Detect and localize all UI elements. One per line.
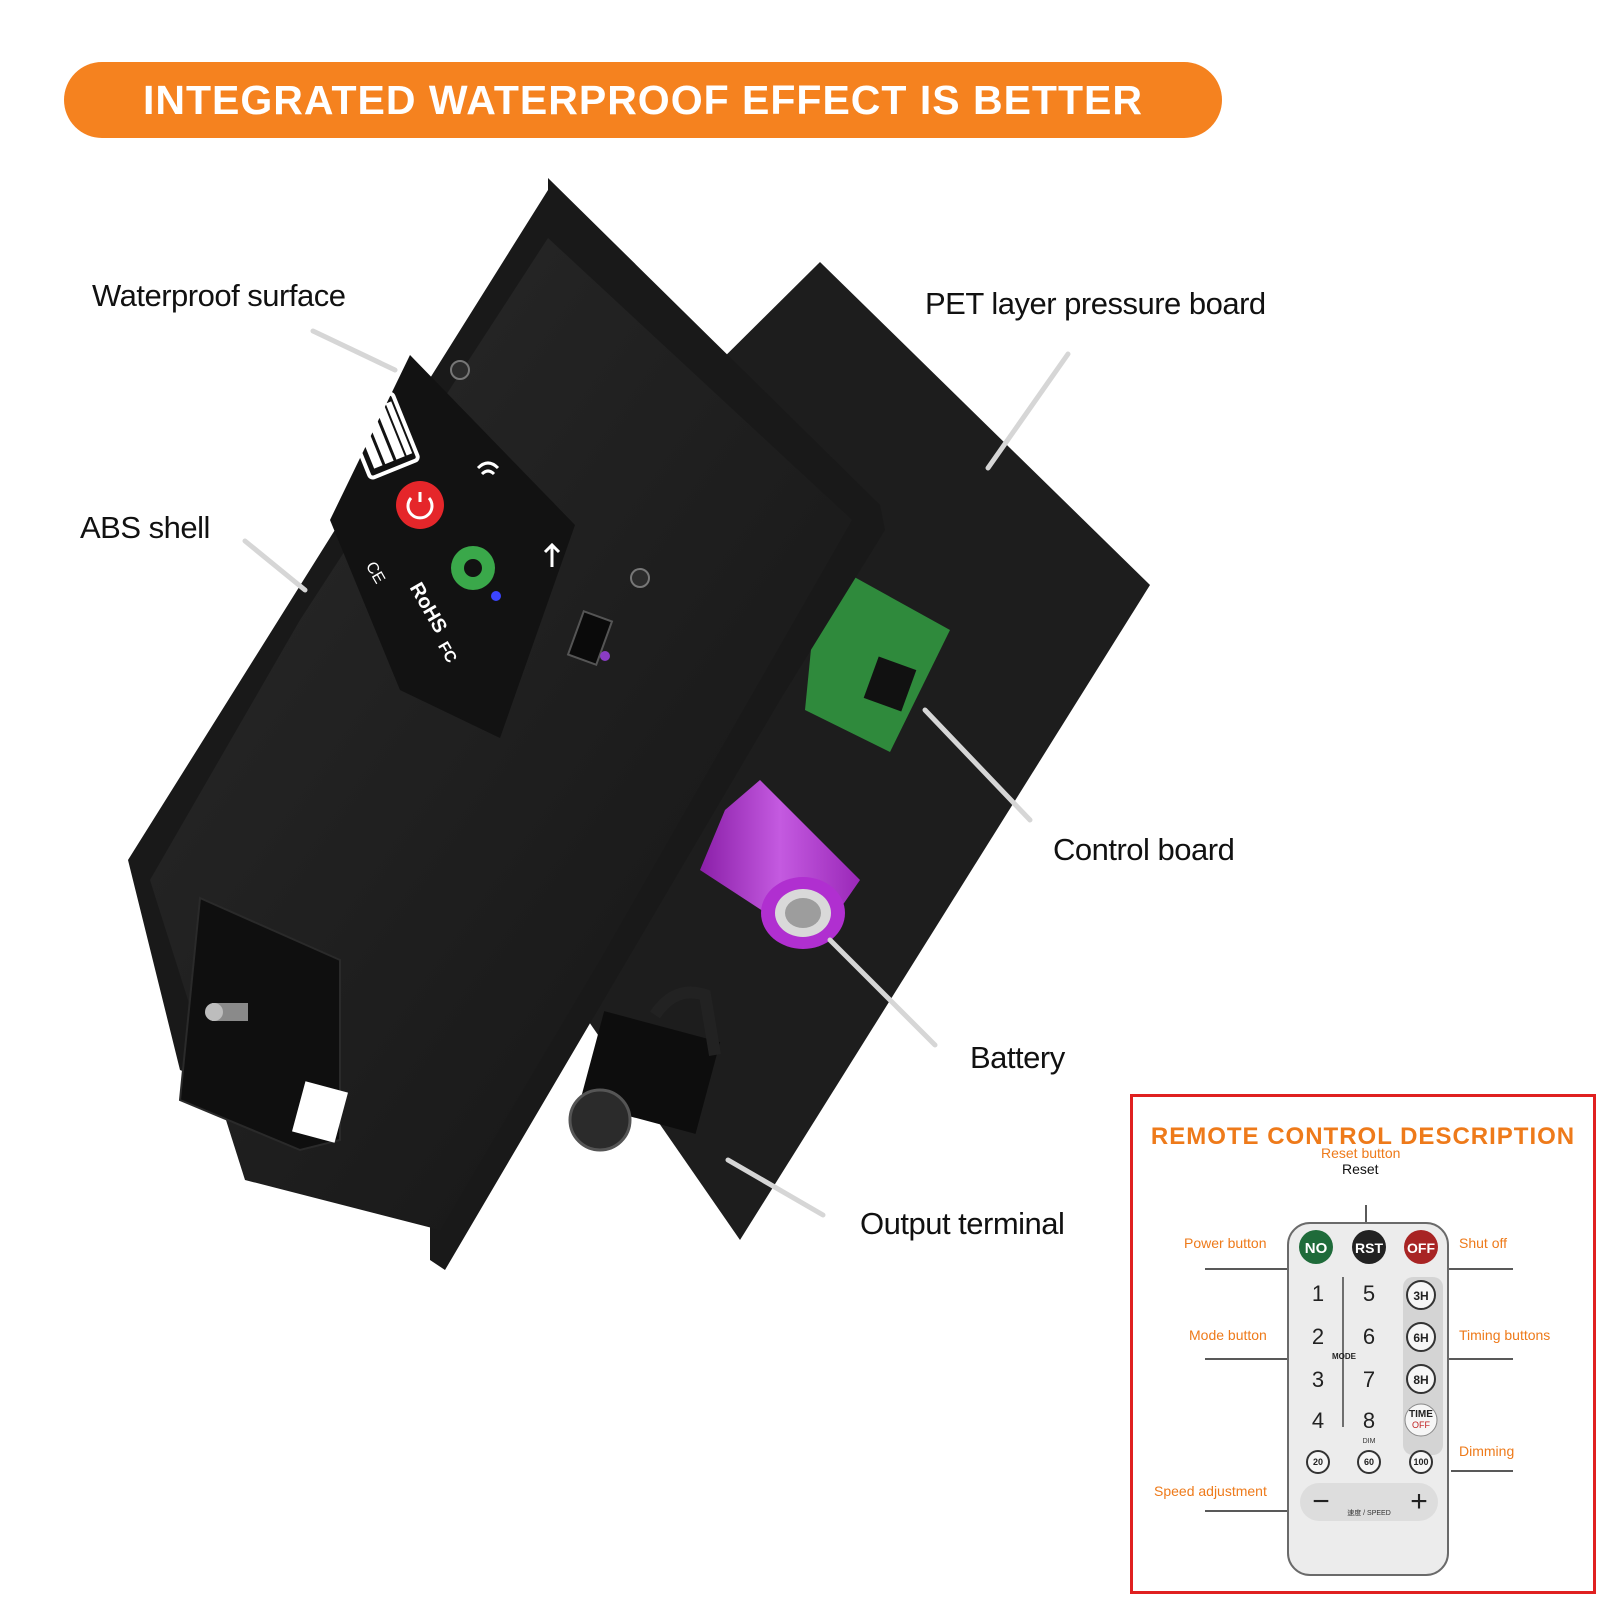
number-button-8: 8 bbox=[1363, 1408, 1375, 1433]
screw bbox=[450, 360, 470, 380]
control-board bbox=[805, 558, 950, 752]
remote-title: REMOTE CONTROL DESCRIPTION bbox=[1150, 1123, 1576, 1150]
header-banner: INTEGRATED WATERPROOF EFFECT IS BETTER bbox=[64, 62, 1222, 138]
svg-text:TIME: TIME bbox=[1409, 1409, 1433, 1420]
timer-8h-button bbox=[1406, 1364, 1436, 1394]
speed-caption: 速度 / SPEED bbox=[1347, 1508, 1391, 1517]
timer-3h-button bbox=[1406, 1280, 1436, 1310]
svg-text:20: 20 bbox=[1313, 1457, 1323, 1467]
dim-caption: DIM bbox=[1363, 1438, 1376, 1445]
svg-text:60: 60 bbox=[1364, 1457, 1374, 1467]
svg-text:OFF: OFF bbox=[1407, 1240, 1435, 1256]
label-control-board: Control board bbox=[1053, 832, 1235, 867]
label-reset: Reset bbox=[1342, 1161, 1379, 1177]
label-abs-shell: ABS shell bbox=[80, 510, 210, 545]
number-button-3: 3 bbox=[1312, 1367, 1324, 1392]
svg-text:NO: NO bbox=[1305, 1240, 1328, 1257]
power-button bbox=[396, 481, 444, 529]
label-power-button: Power button bbox=[1184, 1235, 1267, 1251]
battery-cell bbox=[700, 780, 860, 949]
label-speed-adjustment: Speed adjustment bbox=[1154, 1483, 1267, 1499]
remote-description-panel: REMOTE CONTROL DESCRIPTION NO RST OFF 1 … bbox=[1130, 1094, 1596, 1594]
label-timing-buttons: Timing buttons bbox=[1459, 1327, 1551, 1343]
label-reset-button: Reset button bbox=[1321, 1145, 1401, 1161]
bracket-screw bbox=[205, 1003, 248, 1021]
speed-minus-button: − bbox=[1312, 1485, 1330, 1518]
screw bbox=[630, 568, 650, 588]
number-button-6: 6 bbox=[1363, 1324, 1375, 1349]
usb-icon bbox=[543, 542, 561, 567]
svg-text:RST: RST bbox=[1355, 1240, 1383, 1256]
label-waterproof-surface: Waterproof surface bbox=[92, 278, 346, 313]
leader-control-board bbox=[922, 707, 1033, 823]
number-button-2: 2 bbox=[1312, 1324, 1324, 1349]
number-button-4: 4 bbox=[1312, 1408, 1324, 1433]
speed-plus-button: + bbox=[1410, 1485, 1428, 1518]
label-pet-board: PET layer pressure board bbox=[925, 286, 1266, 321]
banner-title: INTEGRATED WATERPROOF EFFECT IS BETTER bbox=[143, 76, 1143, 123]
leader-waterproof-surface bbox=[310, 328, 398, 373]
wireless-icon bbox=[476, 461, 500, 476]
remote-illustration: NO RST OFF 1 2 3 4 5 6 7 8 MODE 3H 6H 8H… bbox=[1205, 1205, 1513, 1576]
battery-indicator-icon bbox=[342, 391, 420, 480]
svg-text:100: 100 bbox=[1413, 1457, 1428, 1467]
svg-text:3H: 3H bbox=[1413, 1289, 1428, 1303]
number-button-7: 7 bbox=[1363, 1367, 1375, 1392]
number-button-1: 1 bbox=[1312, 1281, 1324, 1306]
leader-pet-board bbox=[985, 351, 1071, 471]
control-board-connector bbox=[863, 656, 917, 712]
label-dimming: Dimming bbox=[1459, 1443, 1515, 1459]
waterproof-panel bbox=[330, 355, 575, 738]
leader-abs-shell bbox=[242, 538, 308, 593]
time-off-button bbox=[1404, 1403, 1438, 1437]
timer-6h-button bbox=[1406, 1322, 1436, 1352]
label-mode-button: Mode button bbox=[1189, 1327, 1267, 1343]
svg-text:6H: 6H bbox=[1413, 1331, 1428, 1345]
number-button-5: 5 bbox=[1363, 1281, 1375, 1306]
dim-100-button bbox=[1409, 1450, 1433, 1474]
label-output-terminal: Output terminal bbox=[860, 1206, 1065, 1241]
label-shut-off: Shut off bbox=[1459, 1235, 1508, 1251]
svg-text:OFF: OFF bbox=[1412, 1420, 1430, 1430]
label-battery: Battery bbox=[970, 1040, 1065, 1075]
rst-button bbox=[1352, 1230, 1386, 1264]
dim-60-button bbox=[1357, 1450, 1381, 1474]
leader-battery bbox=[827, 937, 938, 1048]
speed-control bbox=[1300, 1483, 1438, 1521]
leader-output-terminal bbox=[725, 1157, 826, 1218]
usb-port bbox=[566, 609, 614, 667]
output-led bbox=[491, 591, 501, 601]
dim-20-button bbox=[1306, 1450, 1330, 1474]
off-button bbox=[1404, 1230, 1438, 1264]
svg-text:8H: 8H bbox=[1413, 1373, 1428, 1387]
output-terminal bbox=[568, 986, 721, 1152]
mode-caption: MODE bbox=[1332, 1352, 1357, 1361]
mount-bracket bbox=[178, 896, 341, 1152]
on-button bbox=[1299, 1230, 1333, 1264]
